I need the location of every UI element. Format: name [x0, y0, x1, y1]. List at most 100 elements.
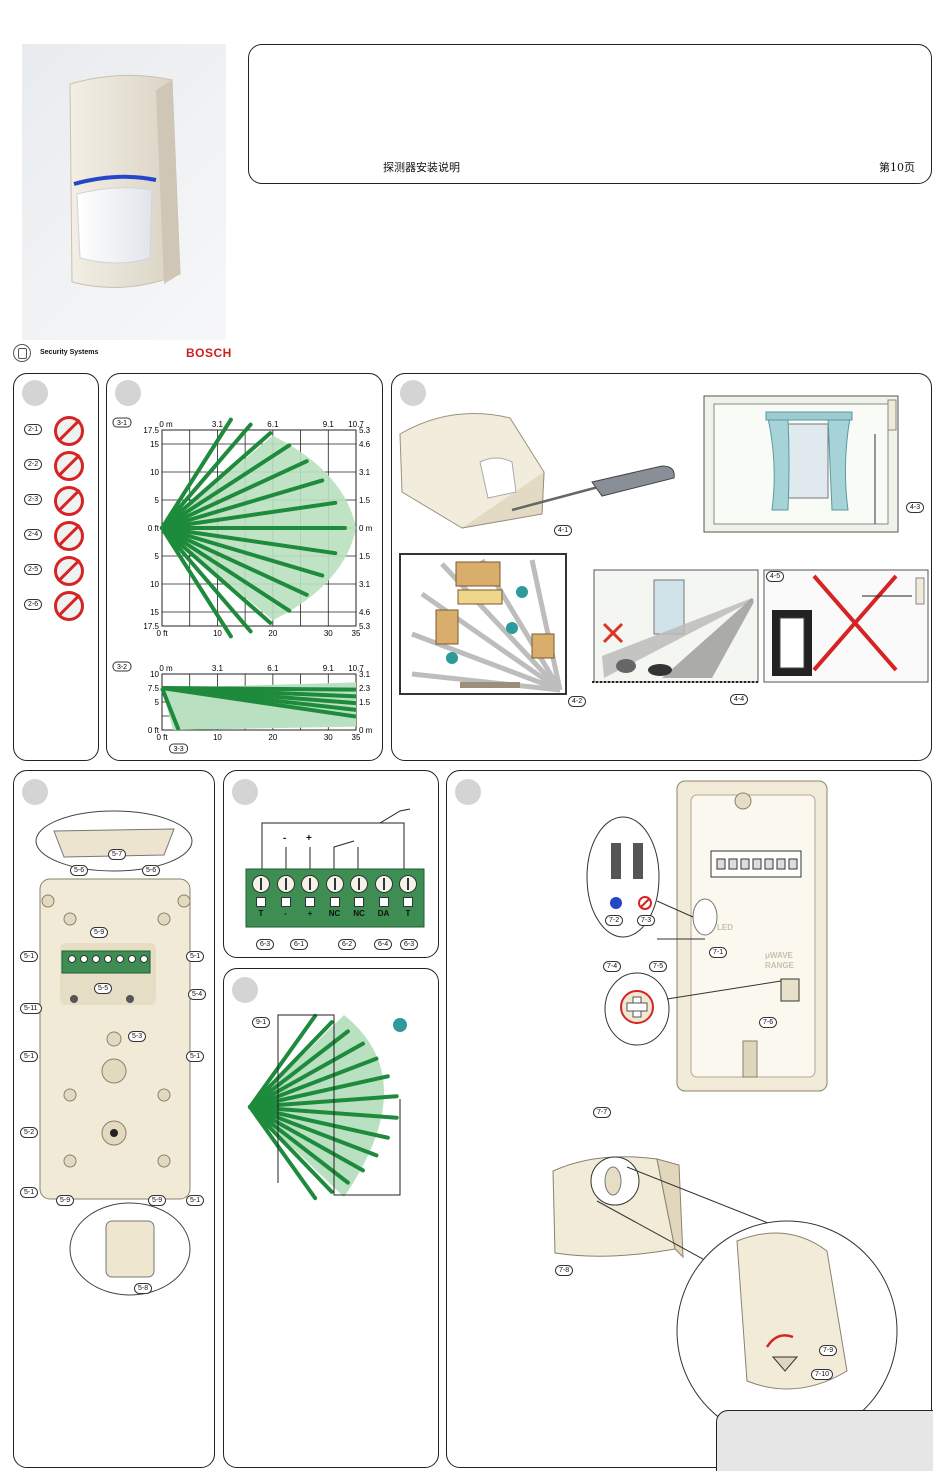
- callout-7-3: 7-3: [637, 915, 656, 926]
- callout-5-4: 5-4: [188, 989, 207, 1000]
- beam-zone: [160, 422, 253, 530]
- bottom-tick-label: 0 ft: [156, 733, 168, 742]
- terminal-label: -: [284, 909, 287, 918]
- right-tick-label: 3.1: [359, 670, 371, 679]
- beam-zone: [248, 1020, 334, 1109]
- left-tick-label: 7.5: [148, 684, 160, 693]
- callout-7-7: 7-7: [593, 1107, 612, 1118]
- beam-zone: [160, 526, 273, 625]
- beam-zone: [248, 1094, 399, 1109]
- section-6-number-disc: [232, 779, 258, 805]
- product-photo: [22, 44, 226, 340]
- callout-5-9-top: 5-9: [90, 927, 109, 938]
- callout-6-4: 6-4: [374, 939, 393, 950]
- left-tick-label: 0 ft: [148, 524, 160, 533]
- callout-6-1: 6-1: [290, 939, 309, 950]
- bottom-tick-label: 0 ft: [156, 629, 168, 638]
- beam-zone: [248, 1074, 390, 1109]
- callout-5-1-b: 5-1: [186, 951, 205, 962]
- callout-7-4: 7-4: [603, 961, 622, 972]
- beam-zone: [160, 417, 233, 530]
- callout-5-9-left: 5-9: [56, 1195, 75, 1206]
- top-tick-label: 3.1: [212, 420, 224, 429]
- callout-6-3-left: 6-3: [256, 939, 275, 950]
- terminal-label: NC: [328, 909, 341, 918]
- range-label-1: μWAVE: [765, 951, 793, 960]
- section-5-panel: 5-7 5-6 5-6 5-9 5-1 5-1 5-4 5-11 5-5 5-3…: [13, 770, 215, 1468]
- company-line: Security Systems: [40, 349, 99, 356]
- top-tick-label: 0 m: [159, 664, 173, 673]
- beam-zone: [248, 1105, 379, 1158]
- base-plate-illustration: [35, 810, 193, 1296]
- terminal-label: DA: [377, 909, 390, 918]
- callout-5-11: 5-11: [20, 1003, 42, 1014]
- prohibited-icon: [54, 416, 84, 446]
- prohibited-icon: [54, 521, 84, 551]
- callout-2-3: 2-3: [24, 494, 43, 505]
- right-tick-label: 4.6: [359, 608, 371, 617]
- right-tick-label: 1.5: [359, 552, 371, 561]
- callout-5-1-d: 5-1: [186, 1051, 205, 1062]
- beam-zone: [248, 1056, 379, 1109]
- beam-zone: [160, 526, 253, 634]
- callout-5-1-c: 5-1: [20, 1051, 39, 1062]
- bottom-tick-label: 20: [268, 733, 277, 742]
- chart-label: 3-2: [117, 664, 127, 671]
- terminal-screw: NC: [349, 873, 369, 923]
- callout-7-6: 7-6: [759, 1017, 778, 1028]
- left-tick-label: 10: [150, 670, 159, 679]
- bosch-emblem-icon: [13, 344, 31, 362]
- section-5-number-disc: [22, 779, 48, 805]
- beam-zone: [160, 526, 338, 556]
- bottom-tick-label: 10: [213, 629, 222, 638]
- terminal-screw: -: [276, 873, 296, 923]
- callout-4-4: 4-4: [730, 694, 749, 705]
- beam-zone: [160, 526, 309, 597]
- callout-5-3: 5-3: [128, 1031, 147, 1042]
- left-tick-label: 15: [150, 440, 159, 449]
- callout-5-2: 5-2: [20, 1127, 39, 1138]
- callout-2-2: 2-2: [24, 459, 43, 470]
- left-tick-label: 10: [150, 468, 159, 477]
- callout-5-5: 5-5: [94, 983, 113, 994]
- beam-zone: [248, 1013, 318, 1109]
- terminal-screw: T: [251, 873, 271, 923]
- top-tick-label: 10.7: [348, 420, 364, 429]
- callout-4-1: 4-1: [554, 525, 573, 536]
- top-tick-label: 9.1: [323, 664, 335, 673]
- led-label: LED: [717, 923, 733, 932]
- right-tick-label: 0 m: [359, 726, 373, 735]
- left-tick-label: 10: [150, 580, 159, 589]
- callout-2-5: 2-5: [24, 564, 43, 575]
- callout-5-8: 5-8: [134, 1283, 153, 1294]
- section-4-number-disc: [400, 380, 426, 406]
- callout-7-1: 7-1: [709, 947, 728, 958]
- chart-label: 3-1: [117, 420, 127, 427]
- callout-4-3: 4-3: [906, 502, 925, 513]
- beam-zone: [248, 1105, 334, 1194]
- beam-zone: [161, 686, 357, 719]
- beam-zone: [160, 526, 325, 578]
- right-tick-label: 1.5: [359, 698, 371, 707]
- right-tick-label: 3.1: [359, 580, 371, 589]
- walker-icon: [393, 1018, 407, 1032]
- range-label-2: RANGE: [765, 961, 794, 970]
- right-tick-label: 5.3: [359, 622, 371, 631]
- left-tick-label: 17.5: [143, 426, 159, 435]
- callout-7-10: 7-10: [811, 1369, 834, 1380]
- left-tick-label: 0 ft: [148, 726, 160, 735]
- beam-zone: [248, 1029, 350, 1109]
- beam-zone: [248, 1105, 365, 1173]
- callout-4-5: 4-5: [766, 571, 785, 582]
- left-tick-label: 17.5: [143, 622, 159, 631]
- beam-zone: [248, 1105, 390, 1140]
- header-box: 探测器安装说明 第10页: [248, 44, 932, 184]
- callout-label: 3-3: [173, 746, 183, 753]
- callout-2-6: 2-6: [24, 599, 43, 610]
- terminal-label: T: [258, 909, 264, 918]
- right-tick-label: 1.5: [359, 496, 371, 505]
- callout-5-1-e: 5-1: [20, 1187, 39, 1198]
